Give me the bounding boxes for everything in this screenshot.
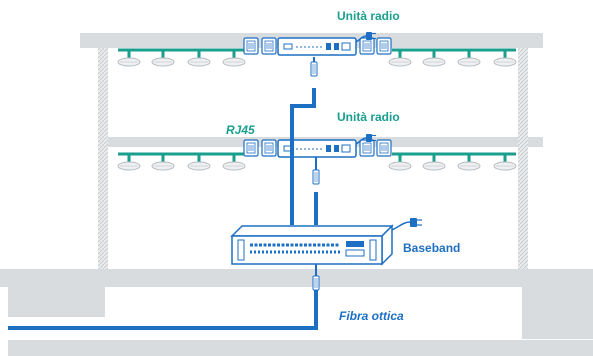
basement-left-block: [8, 287, 105, 317]
cable-plug-icon: [310, 61, 318, 77]
ceiling-antenna-icon: [456, 152, 482, 172]
fiber-link: [8, 264, 320, 330]
top-floor-network: [116, 31, 518, 68]
rj45-connector-icon: [243, 37, 259, 55]
ceiling-antenna-icon: [492, 152, 518, 172]
rj45-connector-icon: [359, 37, 375, 55]
ground-slab: [0, 269, 593, 287]
rj45-connector-icon: [376, 139, 392, 157]
ceiling-antenna-icon: [221, 48, 247, 68]
basement-right-block: [522, 287, 593, 339]
ceiling-antenna-icon: [186, 48, 212, 68]
ceiling-antenna-icon: [186, 152, 212, 172]
building-structure: [0, 33, 593, 356]
vertical-cabling: [290, 57, 320, 225]
ceiling-antenna-icon: [387, 48, 413, 68]
baseband-unit: [230, 218, 422, 266]
rj45-connector-icon: [261, 139, 277, 157]
fiber-label: Fibra ottica: [339, 309, 404, 323]
ceiling-antenna-icon: [421, 152, 447, 172]
ceiling-antenna-icon: [421, 48, 447, 68]
ceiling-antenna-icon: [221, 152, 247, 172]
cable-plug-icon: [312, 275, 320, 291]
basement-floor: [8, 340, 593, 356]
rj45-connector-icon: [261, 37, 277, 55]
ceiling-antenna-icon: [492, 48, 518, 68]
radio-unit-label-mid: Unità radio: [337, 110, 400, 124]
rj45-connector-icon: [359, 139, 375, 157]
uplink-cable-top: [290, 88, 316, 225]
ceiling-antenna-icon: [116, 152, 142, 172]
fiber-cable: [8, 290, 318, 330]
rj45-label: RJ45: [226, 123, 255, 137]
right-wall: [518, 48, 528, 270]
rj45-connector-icon: [243, 139, 259, 157]
power-plug-icon: [410, 218, 417, 227]
radio-unit-label-top: Unità radio: [337, 9, 400, 23]
radio-unit-top: [277, 37, 357, 56]
radio-unit-mid: [277, 139, 357, 158]
middle-floor-network: [116, 133, 518, 172]
rj45-connector-icon: [376, 37, 392, 55]
ceiling-antenna-icon: [456, 48, 482, 68]
ceiling-antenna-icon: [150, 48, 176, 68]
cable-plug-icon: [312, 169, 320, 185]
left-wall: [98, 48, 108, 270]
ceiling-antenna-icon: [387, 152, 413, 172]
baseband-label: Baseband: [403, 241, 460, 255]
ceiling-antenna-icon: [116, 48, 142, 68]
ceiling-antenna-icon: [150, 152, 176, 172]
